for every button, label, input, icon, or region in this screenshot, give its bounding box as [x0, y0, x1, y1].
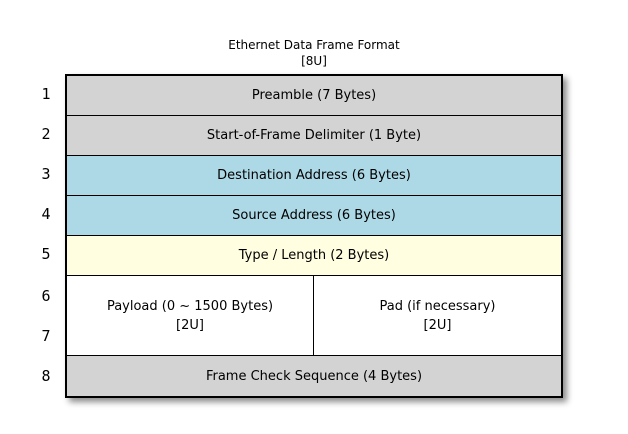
- cell-pad-label: Pad (if necessary): [379, 298, 496, 314]
- row-fcs: Frame Check Sequence (4 Bytes): [67, 356, 561, 396]
- row-preamble: Preamble (7 Bytes): [67, 76, 561, 116]
- row-payload-pad: Payload (0 ~ 1500 Bytes) [2U] Pad (if ne…: [67, 276, 561, 356]
- cell-pad-units: [2U]: [423, 317, 452, 333]
- row-type-length-label: Type / Length (2 Bytes): [238, 248, 390, 263]
- cell-payload: Payload (0 ~ 1500 Bytes) [2U]: [67, 276, 314, 355]
- diagram-title-line2: [8U]: [301, 54, 327, 68]
- frame-format-table: Preamble (7 Bytes) Start-of-Frame Delimi…: [65, 74, 563, 398]
- cell-payload-units: [2U]: [176, 317, 204, 333]
- unit-number-4: 4: [41, 205, 51, 223]
- unit-number-8: 8: [41, 367, 51, 385]
- row-destination-address-label: Destination Address (6 Bytes): [217, 168, 411, 183]
- row-preamble-label: Preamble (7 Bytes): [251, 88, 377, 103]
- row-sfd-label: Start-of-Frame Delimiter (1 Byte): [206, 128, 422, 143]
- unit-number-1: 1: [41, 85, 51, 103]
- diagram-title-line1: Ethernet Data Frame Format: [228, 38, 400, 52]
- cell-payload-label: Payload (0 ~ 1500 Bytes): [106, 298, 274, 314]
- row-fcs-label: Frame Check Sequence (4 Bytes): [205, 368, 423, 384]
- row-sfd: Start-of-Frame Delimiter (1 Byte): [67, 116, 561, 156]
- unit-number-2: 2: [41, 125, 51, 143]
- unit-number-7: 7: [41, 327, 51, 345]
- unit-number-3: 3: [41, 165, 51, 183]
- diagram-title: Ethernet Data Frame Format [8U]: [65, 37, 563, 69]
- row-source-address-label: Source Address (6 Bytes): [232, 208, 396, 223]
- row-type-length: Type / Length (2 Bytes): [67, 236, 561, 276]
- row-source-address: Source Address (6 Bytes): [67, 196, 561, 236]
- cell-pad: Pad (if necessary) [2U]: [314, 276, 561, 355]
- unit-number-5: 5: [41, 245, 51, 263]
- row-destination-address: Destination Address (6 Bytes): [67, 156, 561, 196]
- unit-number-6: 6: [41, 287, 51, 305]
